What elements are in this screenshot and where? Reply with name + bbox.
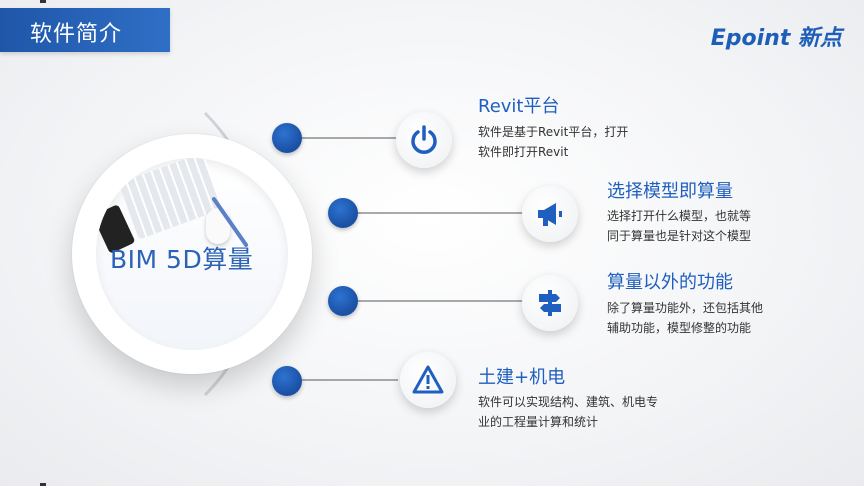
feature-desc-line: 软件是基于Revit平台，打开 bbox=[478, 125, 629, 139]
feature-desc-line: 除了算量功能外，还包括其他 bbox=[607, 301, 764, 315]
feature-dot-1 bbox=[272, 123, 302, 153]
feature-dot-4 bbox=[272, 366, 302, 396]
feature-desc-line: 选择打开什么模型，也就等 bbox=[607, 209, 752, 223]
feature-desc-line: 软件可以实现结构、建筑、机电专 bbox=[478, 395, 659, 409]
signpost-icon bbox=[539, 290, 561, 316]
feature-icon-2 bbox=[522, 186, 578, 242]
feature-dot-2 bbox=[328, 198, 358, 228]
feature-icon-3 bbox=[522, 275, 578, 331]
feature-title-1: Revit平台 bbox=[478, 96, 560, 117]
warning-icon bbox=[412, 365, 444, 394]
center-image bbox=[96, 158, 288, 350]
feature-desc-3: 除了算量功能外，还包括其他 辅助功能，模型修整的功能 bbox=[607, 298, 817, 338]
title-bar bbox=[0, 8, 170, 52]
feature-icon-1 bbox=[396, 112, 452, 168]
feature-desc-line: 软件即打开Revit bbox=[478, 145, 569, 159]
feature-desc-line: 业的工程量计算和统计 bbox=[478, 415, 599, 429]
feature-desc-1: 软件是基于Revit平台，打开 软件即打开Revit bbox=[478, 122, 688, 162]
feature-desc-line: 同于算量也是针对这个模型 bbox=[607, 229, 752, 243]
power-icon bbox=[411, 125, 437, 154]
feature-icon-4 bbox=[400, 352, 456, 408]
feature-desc-4: 软件可以实现结构、建筑、机电专 业的工程量计算和统计 bbox=[478, 392, 688, 432]
feature-dot-3 bbox=[328, 286, 358, 316]
feature-title-3: 算量以外的功能 bbox=[607, 272, 733, 293]
center-label: BIM 5D算量 bbox=[110, 245, 254, 274]
feature-desc-2: 选择打开什么模型，也就等 同于算量也是针对这个模型 bbox=[607, 206, 817, 246]
feature-desc-line: 辅助功能，模型修整的功能 bbox=[607, 321, 752, 335]
top-corner-mark bbox=[40, 0, 46, 3]
feature-title-4: 土建+机电 bbox=[478, 367, 566, 388]
bottom-corner-mark bbox=[40, 483, 46, 486]
feature-title-2: 选择模型即算量 bbox=[607, 181, 733, 202]
brand-logo: Epoint 新点 bbox=[710, 26, 842, 51]
megaphone-icon bbox=[538, 203, 562, 226]
page-title: 软件简介 bbox=[30, 22, 123, 47]
